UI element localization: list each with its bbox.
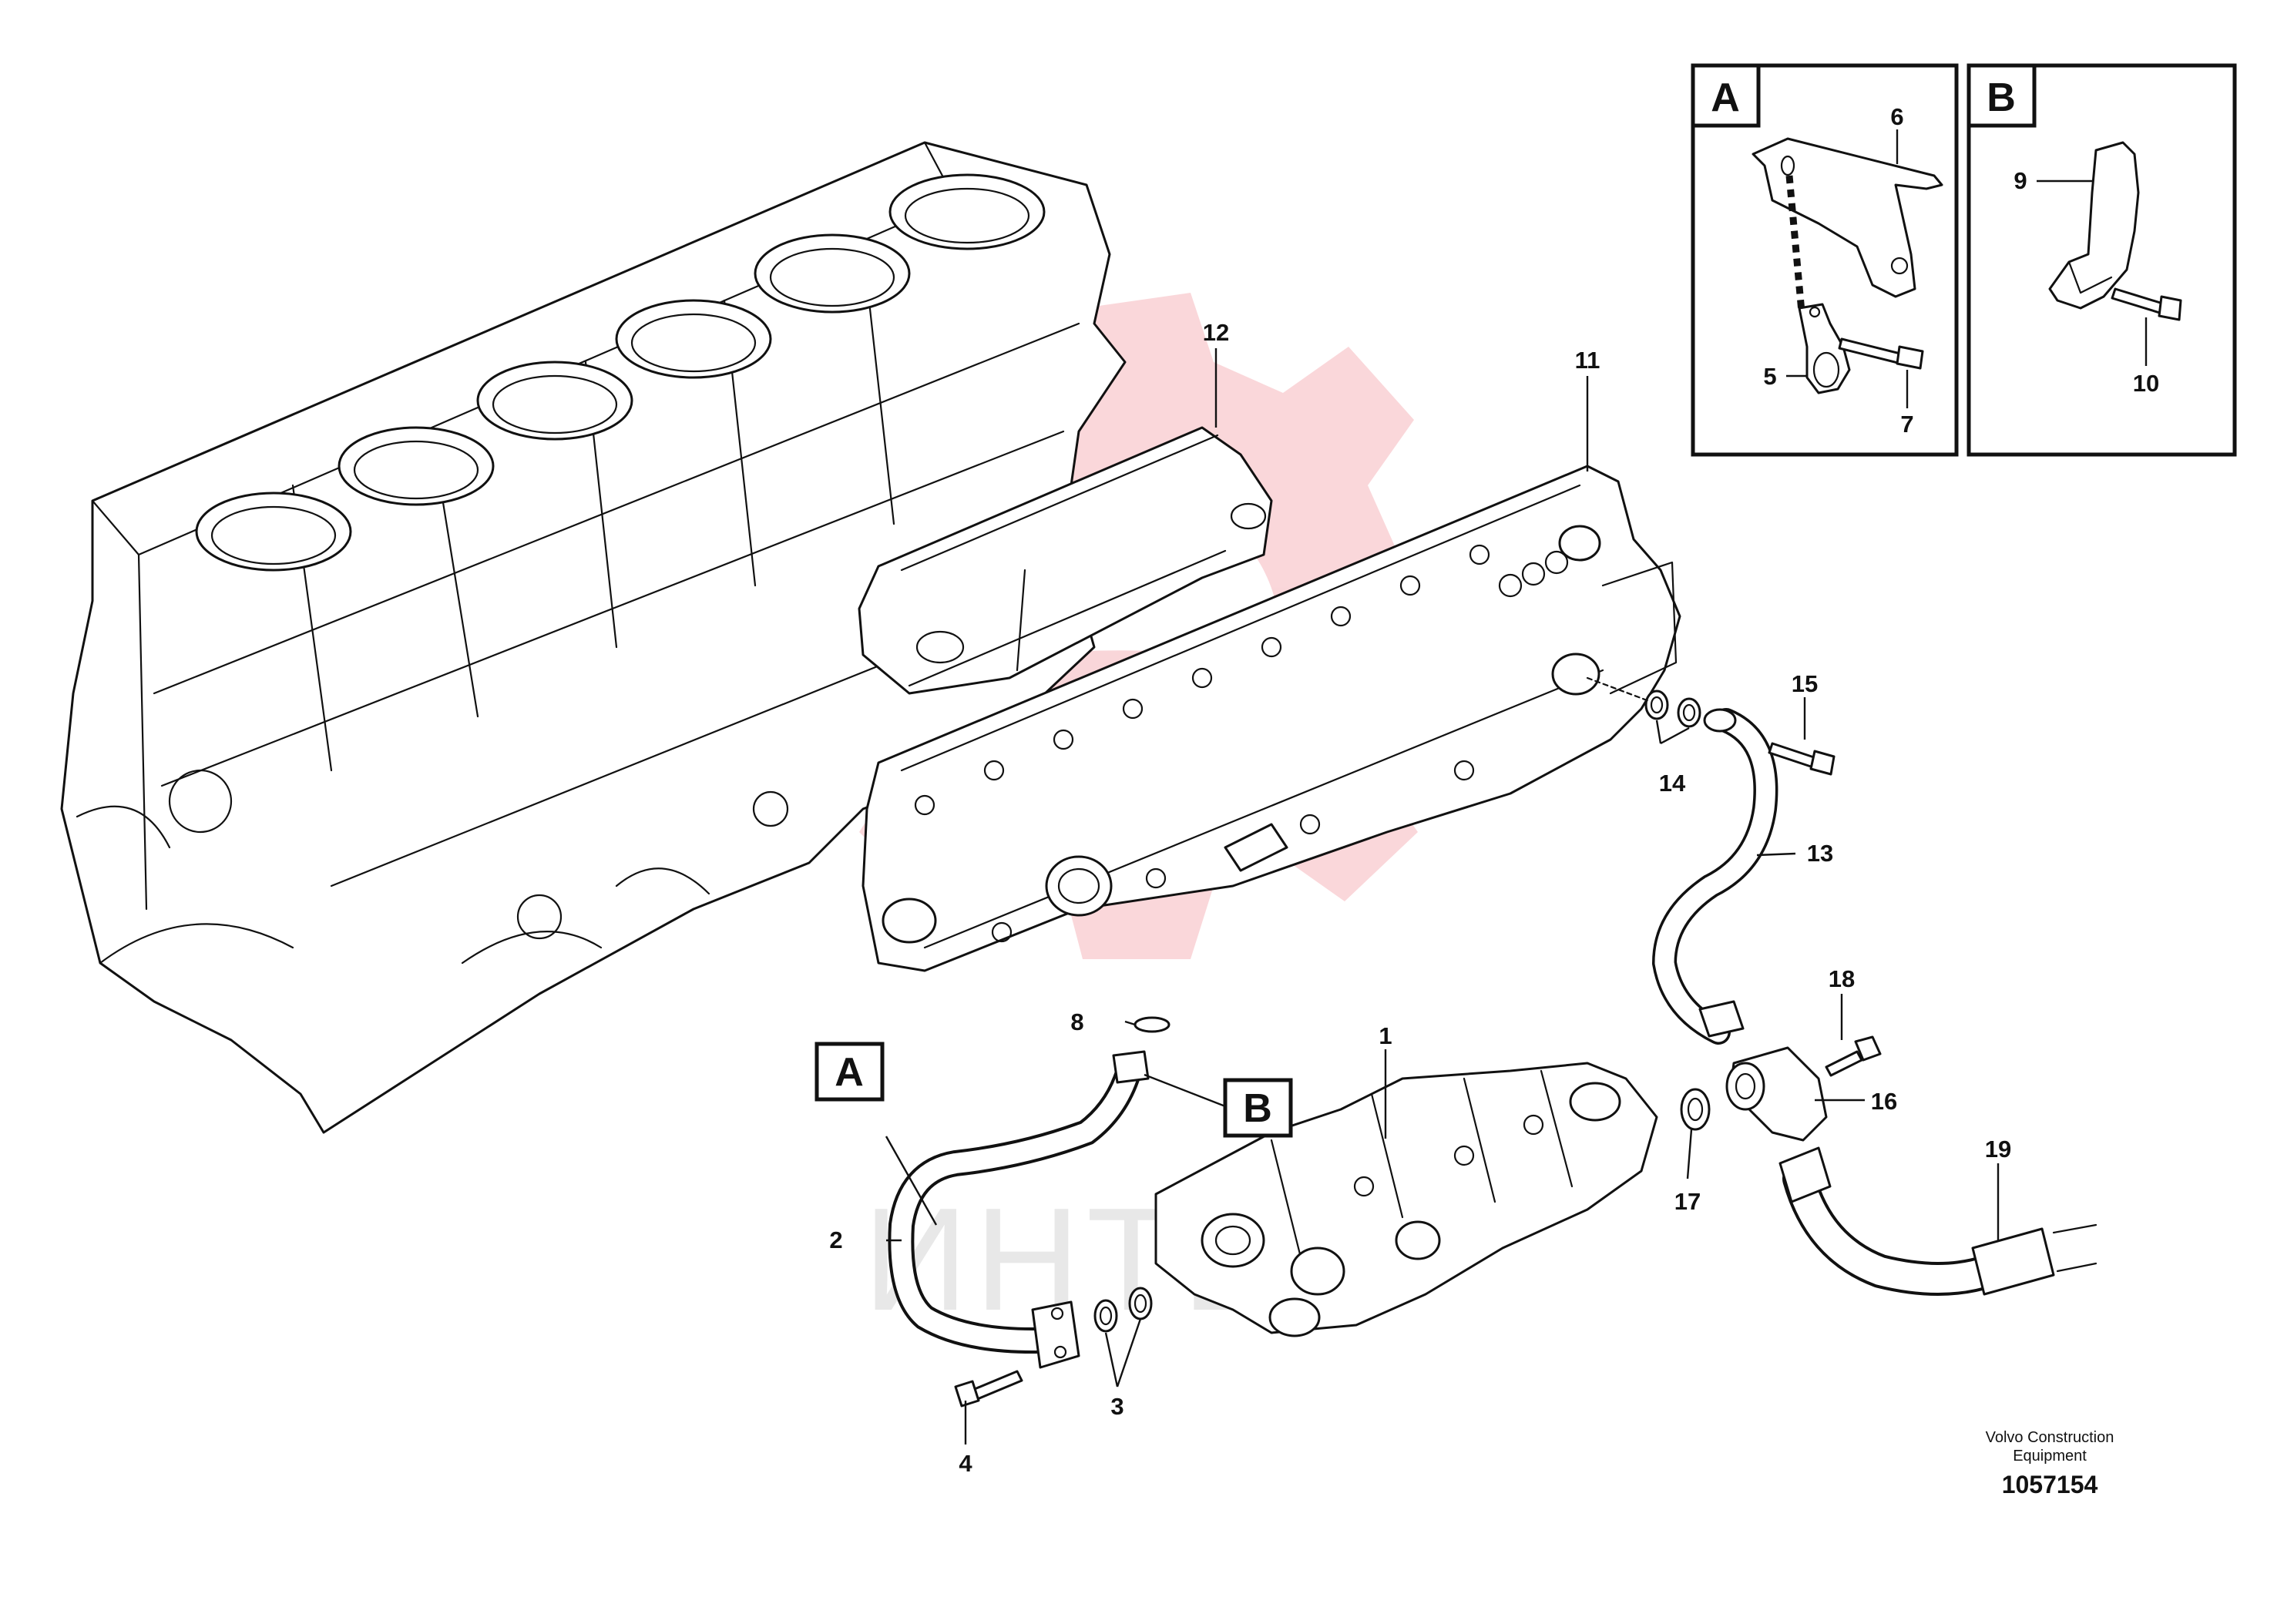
- company-line-2: Equipment: [2013, 1448, 2087, 1465]
- part-12-cooler-cover: [858, 426, 1273, 695]
- reference-box-a: A: [814, 1042, 885, 1102]
- callout-11: 11: [1575, 347, 1600, 374]
- part-16-adapter: [1725, 1046, 1828, 1142]
- detail-b-label: B: [1987, 75, 2016, 120]
- callout-labels: 1 2 3 4 8 11 12 13 14 15 16 17 18 19: [829, 319, 2011, 1477]
- callout-19: 19: [1985, 1136, 2011, 1163]
- detail-view-b: B 9 10: [1967, 63, 2237, 457]
- part-8-seal: [1134, 1016, 1171, 1033]
- part-13-pipe: [1651, 708, 1778, 1045]
- callout-10: 10: [2133, 370, 2159, 397]
- cooler-bolt-bosses: [914, 544, 1569, 943]
- reference-box-b: B: [1223, 1078, 1293, 1138]
- cylinder-bores: [195, 173, 1046, 572]
- callout-3: 3: [1110, 1393, 1123, 1420]
- part-19-hose: [1778, 1146, 2098, 1296]
- callout-17: 17: [1674, 1188, 1701, 1215]
- part-5-clamp: [1798, 303, 1851, 394]
- part-14-seals: [1586, 676, 1701, 728]
- detail-a-label: A: [1711, 75, 1740, 120]
- part-15-bolt: [1768, 742, 1836, 776]
- part-6-bracket: [1752, 137, 1943, 298]
- callout-14: 14: [1659, 770, 1686, 797]
- callout-18: 18: [1829, 965, 1855, 992]
- engine-block: [60, 141, 1127, 1134]
- callout-9: 9: [2014, 167, 2027, 194]
- callout-6: 6: [1890, 103, 1903, 130]
- part-18-bolt: [1825, 1035, 1882, 1077]
- part-11-oil-cooler-housing: [862, 465, 1681, 972]
- callout-1: 1: [1379, 1022, 1392, 1049]
- callout-5: 5: [1763, 363, 1776, 390]
- reference-a-label: A: [835, 1050, 864, 1095]
- part-4-bolt: [954, 1370, 1023, 1408]
- reference-b-label: B: [1243, 1086, 1272, 1131]
- callout-4: 4: [959, 1450, 972, 1477]
- company-line-1: Volvo Construction: [1986, 1429, 2114, 1446]
- callout-8: 8: [1070, 1008, 1083, 1035]
- callout-15: 15: [1792, 670, 1818, 697]
- callout-7: 7: [1900, 411, 1913, 438]
- callout-12: 12: [1203, 319, 1229, 346]
- callout-2: 2: [829, 1226, 842, 1253]
- callout-16: 16: [1871, 1088, 1897, 1115]
- part-2-pipe: [888, 1050, 1150, 1369]
- footer: Volvo Construction Equipment 1057154: [1986, 1429, 2114, 1498]
- leader-lines: [885, 348, 2000, 1444]
- part-17-seal: [1680, 1088, 1711, 1131]
- part-9-bracket: [2048, 141, 2140, 310]
- callout-13: 13: [1807, 840, 1833, 867]
- detail-view-a: A 6 5 7: [1691, 63, 1959, 457]
- drawing-number: 1057154: [2002, 1471, 2098, 1498]
